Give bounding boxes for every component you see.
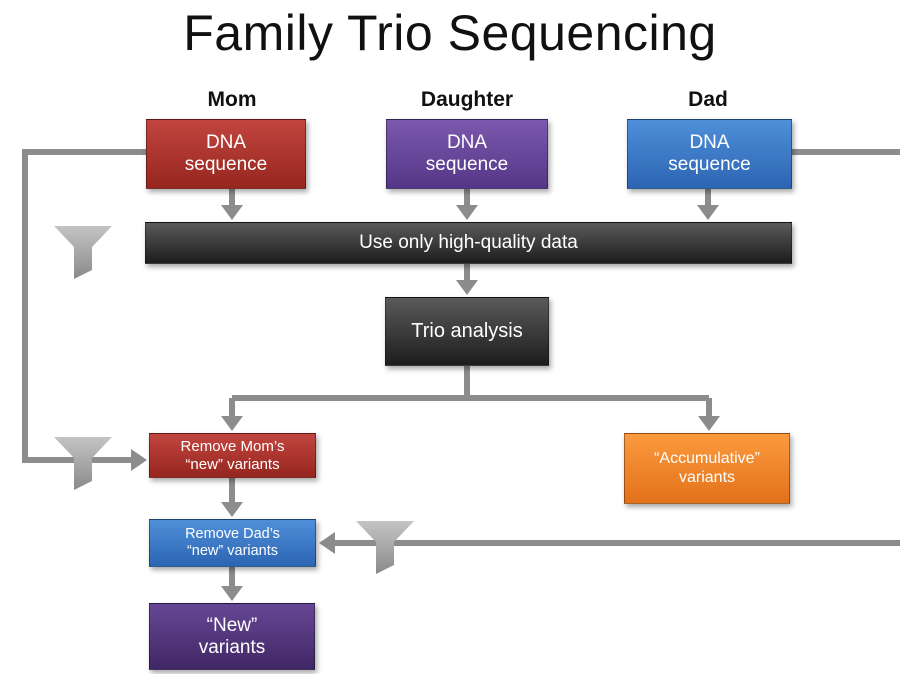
mom-dna-box: DNA sequence [146, 119, 306, 189]
mom-dna-line2: sequence [184, 154, 268, 175]
trio-split-connector [229, 366, 712, 418]
arrowhead [221, 502, 243, 517]
funnel-icon [54, 226, 112, 279]
quality-filter-box: Use only high-quality data [145, 222, 792, 264]
remove-mom-variants-box: Remove Mom’s “new” variants [149, 433, 316, 478]
arrowhead [698, 416, 720, 431]
daughter-dna-line1: DNA [446, 132, 488, 154]
arrowhead [697, 205, 719, 220]
arrowhead [456, 205, 478, 220]
arrowhead [221, 205, 243, 220]
dad-label: Dad [688, 88, 728, 111]
remove-mom-line2: “new” variants [185, 455, 280, 473]
mom-bypass-connector [22, 149, 146, 463]
new-variants-line1: “New” [206, 614, 258, 636]
remove-dad-line2: “new” variants [186, 543, 279, 559]
arrowhead [319, 532, 335, 554]
mom-label: Mom [207, 88, 257, 111]
daughter-dna-line2: sequence [425, 154, 509, 175]
new-variants-line2: variants [198, 636, 266, 658]
new-variants-box: “New” variants [149, 603, 315, 670]
diagram-title: Family Trio Sequencing [183, 5, 717, 61]
arrowhead [221, 416, 243, 431]
trio-analysis-text: Trio analysis [411, 320, 523, 342]
funnel-icon [54, 437, 112, 490]
accumulative-variants-box: “Accumulative” variants [624, 433, 790, 504]
accumulative-line2: variants [678, 468, 736, 486]
remove-mom-line1: Remove Mom’s [180, 438, 285, 456]
dad-dna-box: DNA sequence [627, 119, 792, 189]
funnel-icon [356, 521, 414, 574]
arrowhead [456, 280, 478, 295]
accumulative-line1: “Accumulative” [654, 450, 760, 468]
arrowhead [221, 586, 243, 601]
dad-dna-line2: sequence [668, 154, 751, 175]
remove-dad-line1: Remove Dad’s [185, 526, 280, 543]
daughter-label: Daughter [420, 88, 514, 111]
mom-dna-line1: DNA [205, 132, 247, 154]
dad-dna-line1: DNA [689, 132, 730, 154]
trio-analysis-box: Trio analysis [385, 297, 549, 366]
remove-dad-variants-box: Remove Dad’s “new” variants [149, 519, 316, 567]
arrowhead [131, 449, 147, 471]
quality-filter-text: Use only high-quality data [359, 232, 578, 254]
daughter-dna-box: DNA sequence [386, 119, 548, 189]
